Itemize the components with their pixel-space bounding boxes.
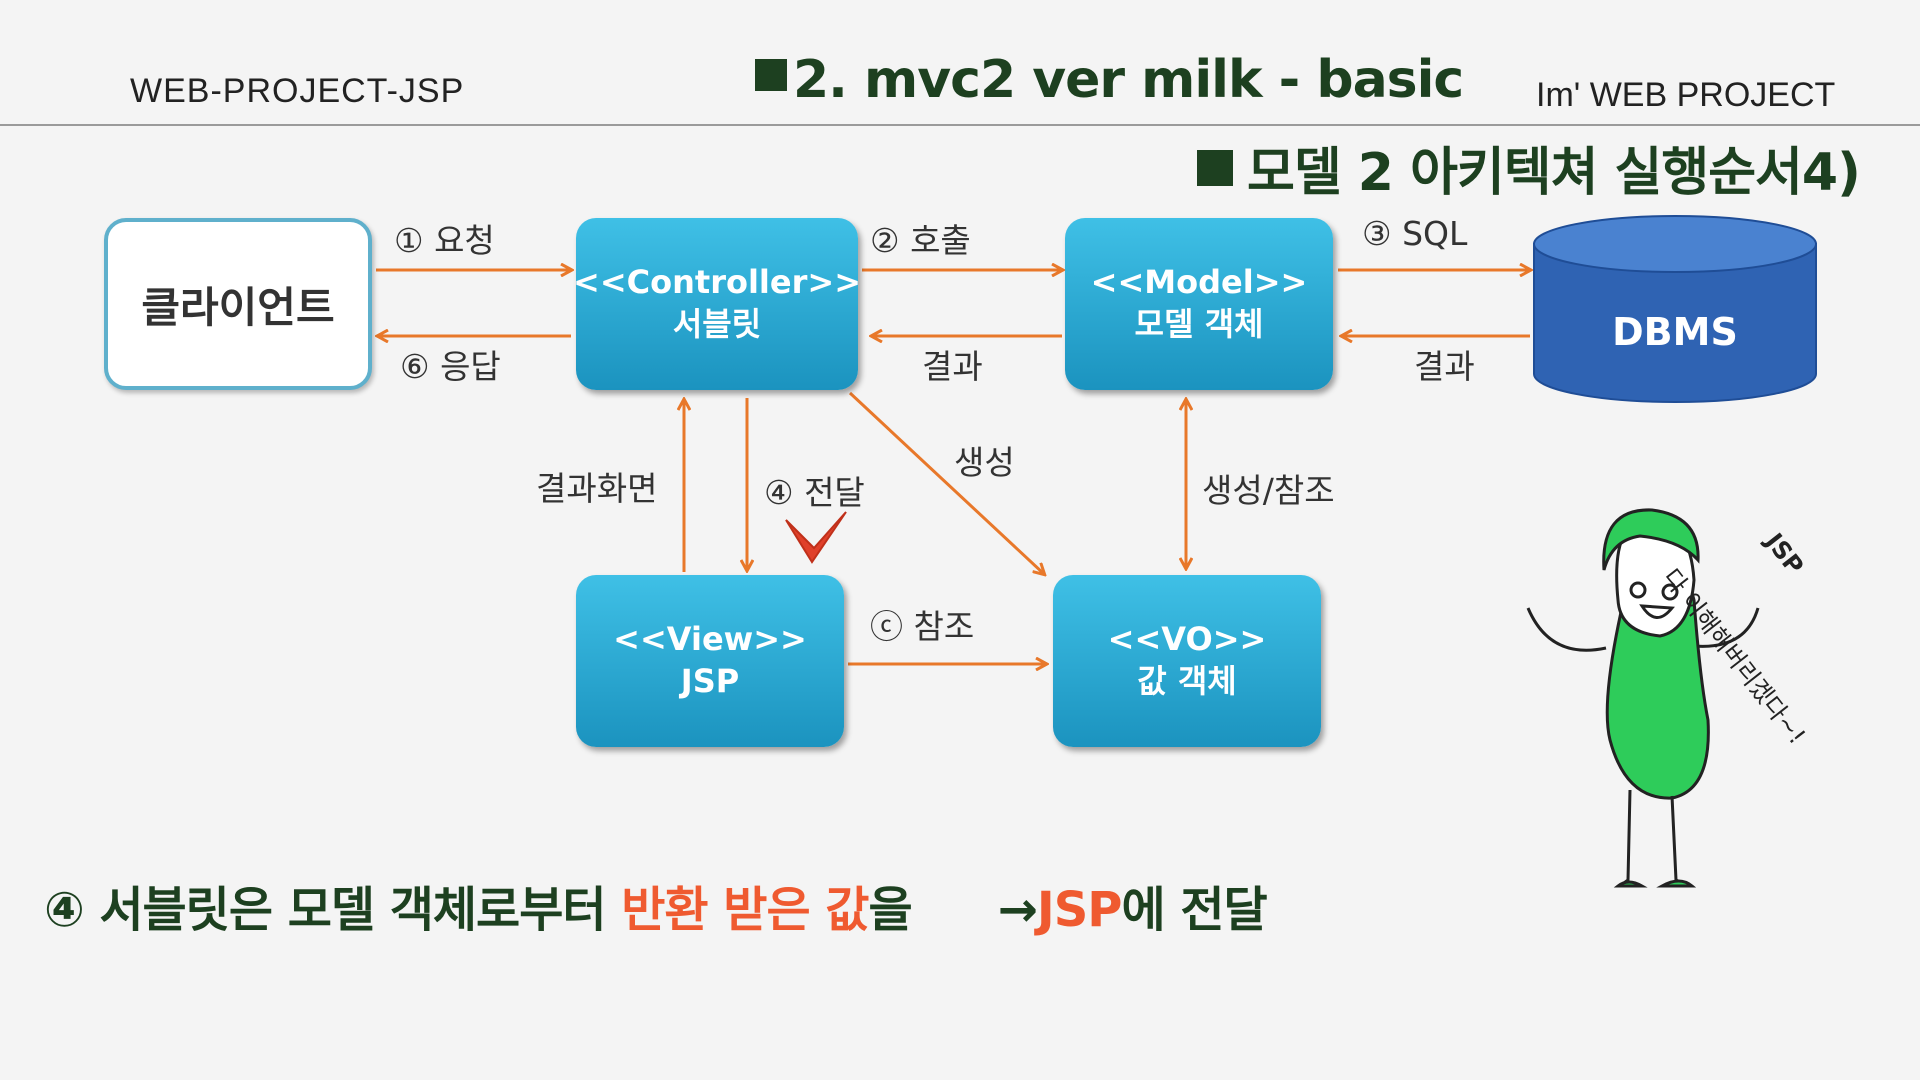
dbms-cylinder — [1533, 215, 1817, 403]
arrow-create — [848, 391, 1044, 574]
vo-box: <<VO>> 값 객체 — [1053, 575, 1321, 747]
view-stereotype: <<View>> — [613, 620, 807, 659]
label-create: 생성 — [954, 443, 1015, 482]
explanation-text: ④ 서블릿은 모델 객체로부터 반환 받은 값을 →JSP에 전달 — [44, 870, 1268, 940]
section-subtitle: 모델 2 아키텍쳐 실행순서4) — [1197, 130, 1861, 205]
controller-box: <<Controller>> 서블릿 — [573, 218, 861, 390]
section-subtitle-text: 모델 2 아키텍쳐 실행순서4) — [1247, 143, 1861, 203]
explanation-part3: 에 전달 — [1121, 882, 1267, 938]
label-forward: ④ 전달 — [764, 473, 865, 512]
explanation-highlight1: 반환 받은 값 — [621, 882, 869, 938]
view-box: <<View>> JSP — [576, 575, 844, 747]
label-response: ⑥ 응답 — [400, 347, 501, 386]
label-request: ① 요청 — [394, 221, 495, 260]
model-stereotype: <<Model>> — [1090, 263, 1308, 302]
page-title-text: 2. mvc2 ver milk - basic — [793, 50, 1464, 110]
label-result-screen: 결과화면 — [536, 469, 658, 508]
mascot-figure — [1526, 508, 1760, 888]
view-name: JSP — [680, 662, 740, 700]
client-box: 클라이언트 — [104, 218, 372, 390]
page-title: 2. mvc2 ver milk - basic — [755, 50, 1464, 110]
label-result1: 결과 — [922, 347, 983, 386]
controller-name: 서블릿 — [672, 305, 762, 343]
explanation-part1: ④ 서블릿은 모델 객체로부터 — [44, 882, 622, 938]
dbms-label: DBMS — [1612, 310, 1738, 354]
controller-stereotype: <<Controller>> — [573, 263, 861, 302]
label-create-ref: 생성/참조 — [1202, 471, 1335, 510]
vo-stereotype: <<VO>> — [1107, 620, 1267, 659]
explanation-highlight2: JSP — [1036, 882, 1123, 938]
header-divider — [0, 124, 1920, 126]
label-result2: 결과 — [1414, 347, 1475, 386]
explanation-part2: 을 — [868, 882, 912, 938]
header-left-text: WEB-PROJECT-JSP — [130, 72, 465, 110]
check-mark-icon — [785, 511, 847, 564]
header-right-text: Im' WEB PROJECT — [1536, 76, 1836, 114]
model-box: <<Model>> 모델 객체 — [1065, 218, 1333, 390]
vo-name: 값 객체 — [1137, 662, 1237, 700]
explanation-arrow: → — [997, 882, 1038, 938]
label-ref: ⓒ 참조 — [870, 607, 975, 646]
label-sql: ③ SQL — [1362, 214, 1468, 253]
model-name: 모델 객체 — [1134, 305, 1264, 343]
bullet-square-icon — [755, 59, 787, 91]
label-call: ② 호출 — [870, 221, 971, 260]
bullet-square-icon — [1197, 150, 1233, 186]
